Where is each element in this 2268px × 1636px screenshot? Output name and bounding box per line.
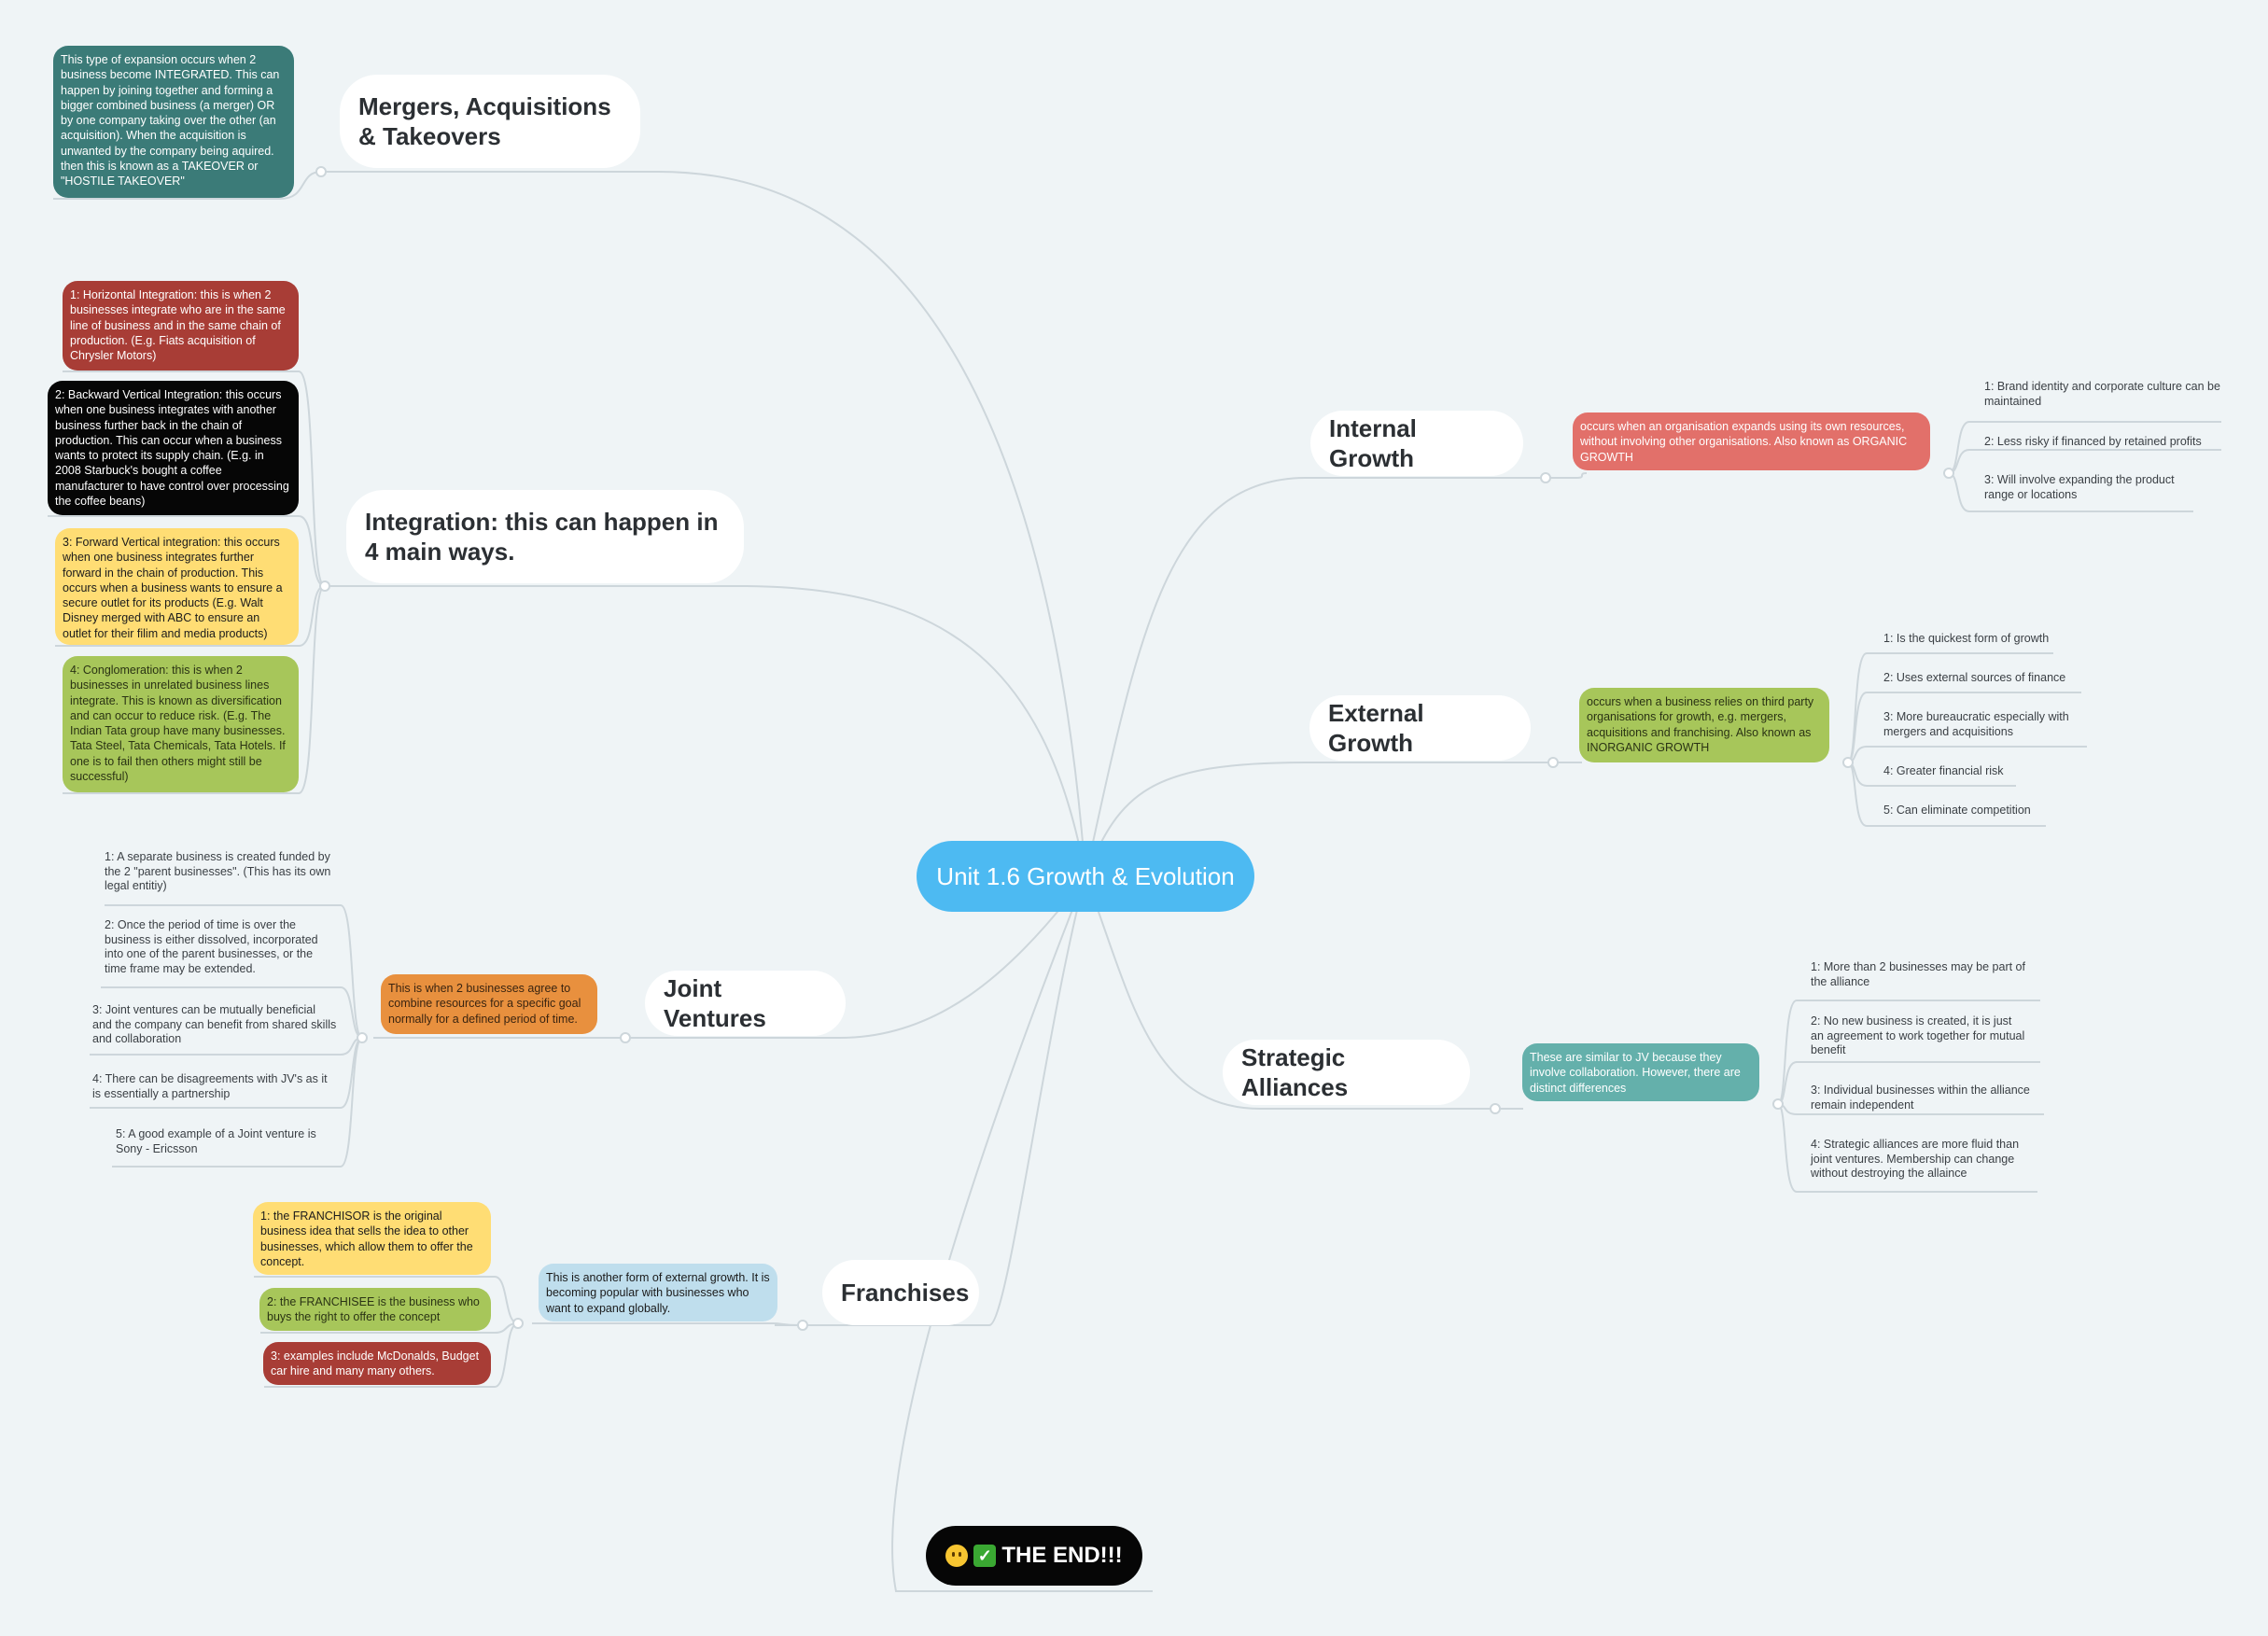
central-topic[interactable]: Unit 1.6 Growth & Evolution [917,841,1254,912]
mergers-note[interactable]: This type of expansion occurs when 2 bus… [53,46,294,198]
external-growth-note[interactable]: occurs when a business relies on third p… [1579,688,1829,762]
strategic-alliances-item[interactable]: 1: More than 2 businesses may be part of… [1811,960,2025,988]
neutral-face-icon [945,1545,969,1567]
franchises-item-franchisee[interactable]: 2: the FRANCHISEE is the business who bu… [259,1288,491,1331]
joint-ventures-item[interactable]: 5: A good example of a Joint venture is … [116,1127,316,1155]
external-growth-item[interactable]: 5: Can eliminate competition [1883,804,2031,817]
internal-growth-note[interactable]: occurs when an organisation expands usin… [1573,412,1930,470]
external-growth-item[interactable]: 1: Is the quickest form of growth [1883,632,2050,645]
franchises-item-franchisor[interactable]: 1: the FRANCHISOR is the original busine… [253,1202,491,1275]
franchises-note[interactable]: This is another form of external growth.… [539,1264,777,1321]
topic-the-end[interactable]: ✓ THE END!!! [926,1526,1142,1586]
check-mark-icon: ✓ [973,1545,997,1567]
joint-ventures-item[interactable]: 2: Once the period of time is over the b… [105,918,318,975]
topic-franchises[interactable]: Franchises [822,1260,979,1325]
external-growth-item[interactable]: 4: Greater financial risk [1883,764,2004,777]
franchises-item-examples[interactable]: 3: examples include McDonalds, Budget ca… [263,1342,491,1385]
integration-item-backward[interactable]: 2: Backward Vertical Integration: this o… [48,381,299,515]
external-growth-item[interactable]: 2: Uses external sources of finance [1883,671,2066,684]
strategic-alliances-note[interactable]: These are similar to JV because they inv… [1522,1043,1759,1101]
joint-ventures-note[interactable]: This is when 2 businesses agree to combi… [381,974,597,1034]
joint-ventures-item[interactable]: 4: There can be disagreements with JV's … [92,1072,328,1100]
topic-external-growth[interactable]: External Growth [1309,695,1531,761]
joint-ventures-item[interactable]: 3: Joint ventures can be mutually benefi… [92,1003,337,1046]
integration-item-forward[interactable]: 3: Forward Vertical integration: this oc… [55,528,299,645]
internal-growth-item[interactable]: 3: Will involve expanding the product ra… [1984,473,2175,501]
topic-mergers[interactable]: Mergers, Acquisitions & Takeovers [340,75,640,168]
strategic-alliances-item[interactable]: 3: Individual businesses within the alli… [1811,1084,2030,1112]
topic-joint-ventures[interactable]: Joint Ventures [645,971,846,1036]
topic-internal-growth[interactable]: Internal Growth [1310,411,1523,476]
internal-growth-item[interactable]: 2: Less risky if financed by retained pr… [1984,435,2202,448]
strategic-alliances-item[interactable]: 4: Strategic alliances are more fluid th… [1811,1138,2020,1181]
integration-item-conglomeration[interactable]: 4: Conglomeration: this is when 2 busine… [63,656,299,792]
strategic-alliances-item[interactable]: 2: No new business is created, it is jus… [1811,1014,2025,1057]
integration-item-horizontal[interactable]: 1: Horizontal Integration: this is when … [63,281,299,371]
external-growth-item[interactable]: 3: More bureaucratic especially with mer… [1883,710,2069,738]
topic-strategic-alliances[interactable]: Strategic Alliances [1223,1040,1470,1105]
topic-integration[interactable]: Integration: this can happen in 4 main w… [346,490,744,583]
internal-growth-item[interactable]: 1: Brand identity and corporate culture … [1984,380,2220,408]
joint-ventures-item[interactable]: 1: A separate business is created funded… [105,850,331,893]
